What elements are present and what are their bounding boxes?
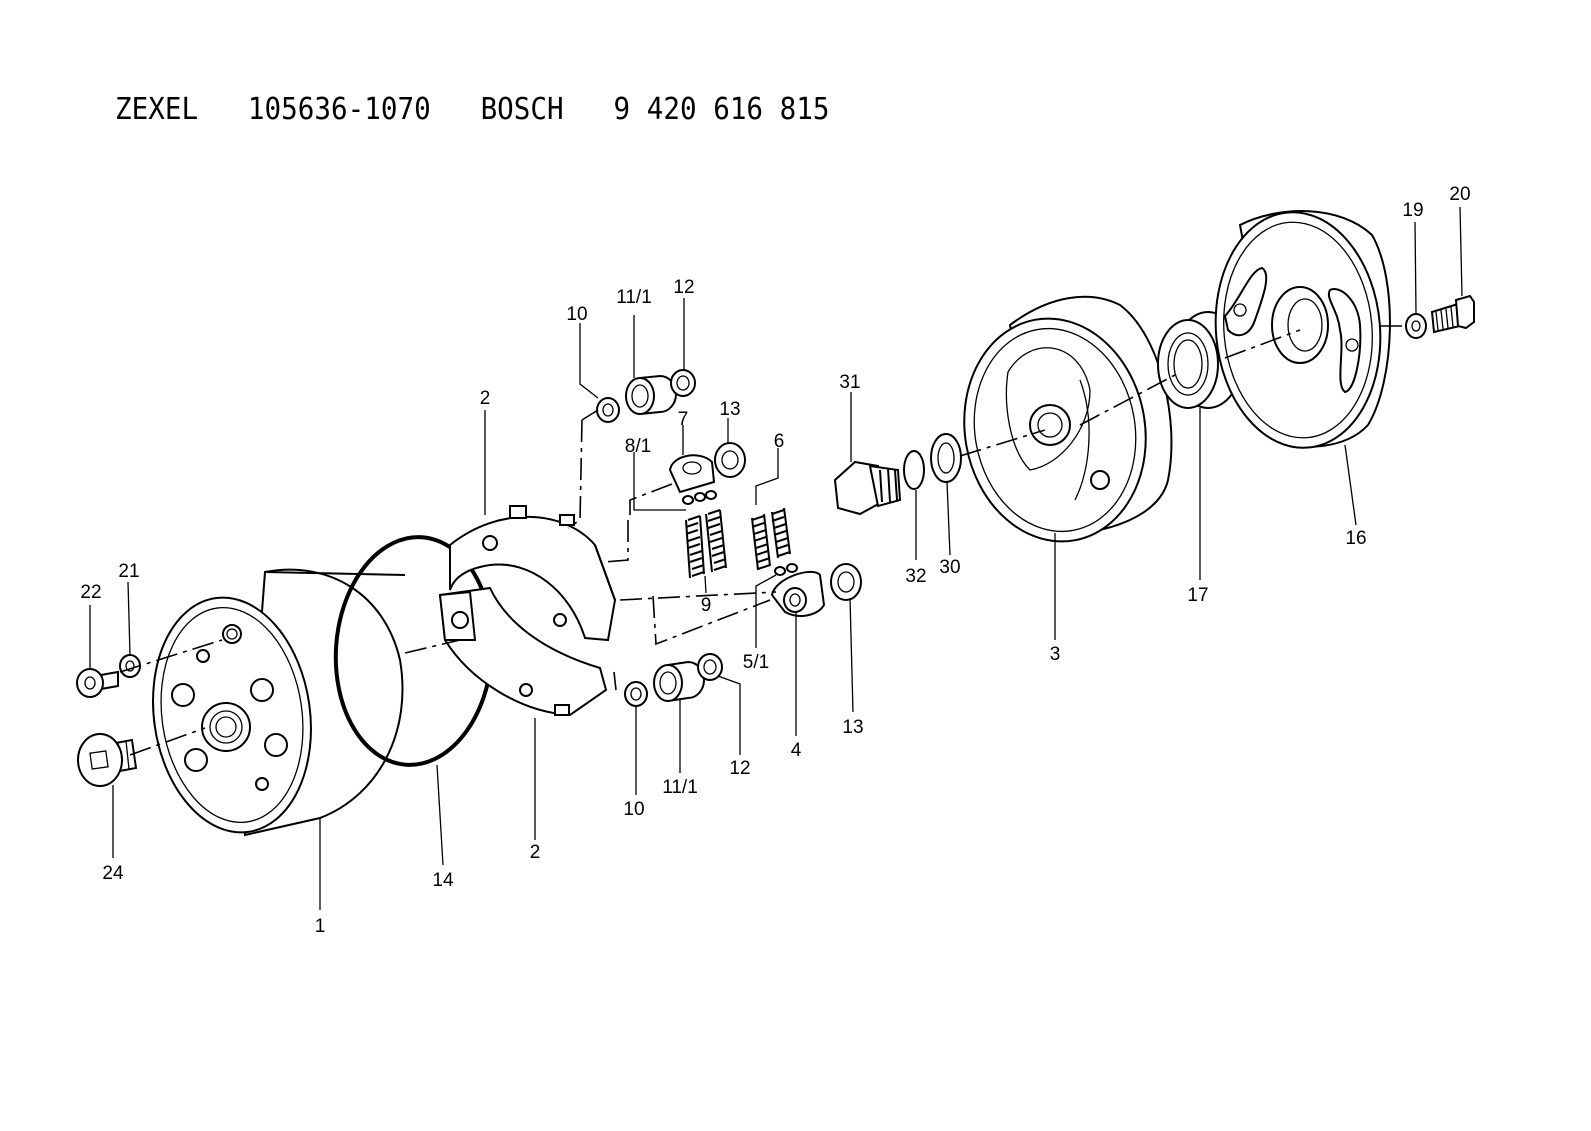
spacer-part-10-lower [624, 681, 648, 707]
sleeve-part-11-1-upper [625, 374, 677, 416]
label-part-3: 3 [1050, 644, 1061, 665]
o-ring-part-32 [903, 450, 925, 490]
spring-seat-part-7 [668, 454, 716, 494]
label-part-13-lower: 13 [842, 717, 863, 738]
label-part-2-upper: 2 [480, 388, 491, 409]
spacer-part-10-upper [596, 397, 620, 423]
label-part-10-upper: 10 [566, 304, 587, 325]
spring-seat-part-4 [770, 570, 826, 617]
label-part-12-upper: 12 [673, 277, 694, 298]
washer-part-13-lower [830, 563, 862, 601]
label-part-32: 32 [905, 566, 926, 587]
label-part-14: 14 [432, 870, 454, 891]
label-part-16: 16 [1345, 528, 1366, 549]
plug-part-31 [833, 460, 902, 516]
flyweight-part-2 [449, 505, 617, 642]
label-part-20: 20 [1449, 184, 1470, 205]
flyweight-part-2-lower [438, 586, 608, 717]
label-part-5-1: 5/1 [743, 652, 769, 673]
washer-part-30 [930, 433, 962, 483]
label-part-6: 6 [774, 431, 785, 452]
drawing-title: ZEXEL 105636-1070 BOSCH 9 420 616 815 [115, 92, 830, 127]
shims-part-8-1 [682, 490, 717, 505]
label-part-7: 7 [678, 409, 689, 430]
label-part-13-upper: 13 [719, 399, 740, 420]
label-part-10-lower: 10 [623, 799, 644, 820]
plug-part-24 [77, 733, 138, 787]
screw-part-22 [76, 668, 119, 698]
washer-part-12-lower [697, 653, 723, 681]
label-part-24: 24 [102, 863, 124, 884]
washer-part-19 [1405, 313, 1427, 339]
label-part-11-1-upper: 11/1 [616, 287, 652, 308]
label-part-19: 19 [1402, 200, 1423, 221]
springs-part-6 [751, 507, 791, 571]
label-part-2-lower: 2 [530, 842, 541, 863]
label-part-21: 21 [118, 561, 139, 582]
label-part-12-lower: 12 [729, 758, 750, 779]
label-part-17: 17 [1187, 585, 1208, 606]
label-part-4: 4 [791, 740, 802, 761]
bolt-part-20 [1430, 294, 1475, 334]
shims-part-5-1 [774, 563, 798, 576]
housing-part-1 [152, 568, 406, 837]
end-plate-part-16 [1214, 210, 1391, 449]
cover-part-3 [963, 295, 1173, 543]
label-part-31: 31 [839, 372, 860, 393]
label-part-30: 30 [939, 557, 960, 578]
springs-part-9 [685, 509, 727, 579]
label-part-1: 1 [315, 916, 326, 937]
washer-part-13-upper [714, 442, 746, 478]
label-part-11-1-lower: 11/1 [662, 777, 698, 798]
label-part-22: 22 [80, 582, 101, 603]
label-part-9: 9 [701, 595, 712, 616]
part-labels: 1 2 2 3 4 5/1 6 7 8/1 9 10 10 11/1 11/1 … [80, 184, 1470, 937]
label-part-8-1: 8/1 [625, 436, 651, 457]
leader-lines [89, 206, 1463, 910]
bearing-part-17 [1157, 311, 1243, 409]
washer-part-12-upper [670, 369, 696, 397]
assembly-centerlines [119, 325, 1406, 756]
sleeve-part-11-1-lower [653, 660, 705, 703]
